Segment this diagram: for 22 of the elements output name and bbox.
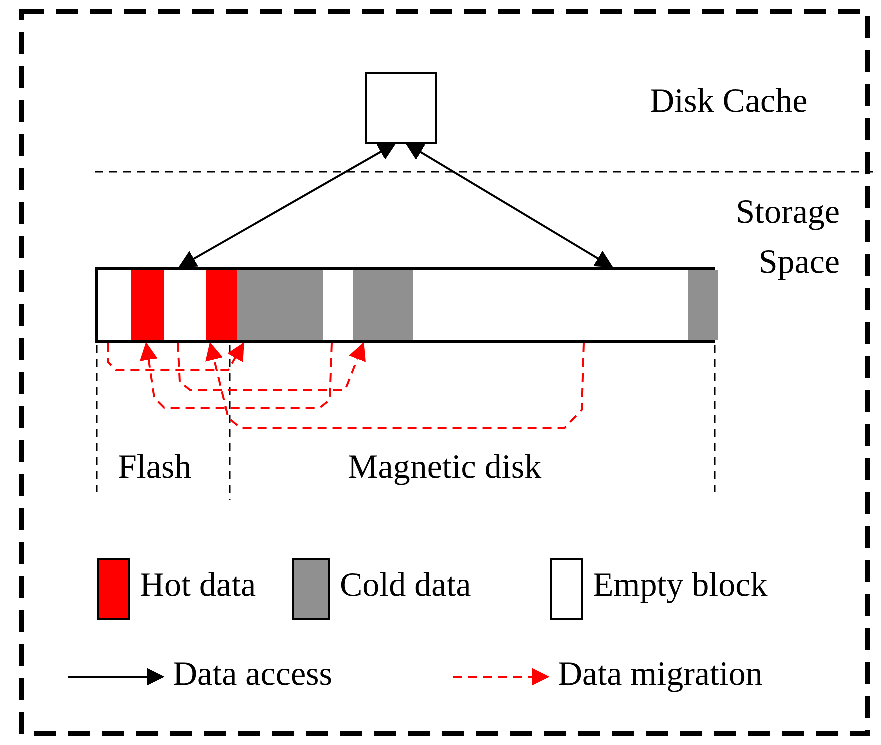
access-arrow bbox=[178, 143, 397, 268]
region-label: Disk Cache bbox=[650, 82, 808, 122]
legend-text: Data access bbox=[173, 655, 333, 695]
migration-arrow bbox=[177, 342, 366, 391]
legend-text: Data migration bbox=[558, 655, 763, 695]
cache-box bbox=[365, 72, 437, 144]
migration-arrow bbox=[140, 342, 333, 409]
storage-bar bbox=[95, 267, 715, 343]
data-block bbox=[353, 270, 413, 340]
region-label: Magnetic disk bbox=[348, 448, 542, 488]
data-block bbox=[131, 270, 164, 340]
migration-arrow bbox=[107, 342, 244, 371]
region-label: Storage Space bbox=[735, 193, 840, 283]
data-block bbox=[206, 270, 237, 340]
legend-text: Empty block bbox=[593, 566, 768, 606]
migration-arrow bbox=[206, 342, 585, 429]
access-arrow bbox=[405, 143, 614, 268]
data-block bbox=[237, 270, 323, 340]
data-block bbox=[688, 270, 718, 340]
legend-text: Cold data bbox=[340, 566, 472, 606]
legend-text: Hot data bbox=[140, 566, 256, 606]
region-label: Flash bbox=[118, 448, 192, 488]
